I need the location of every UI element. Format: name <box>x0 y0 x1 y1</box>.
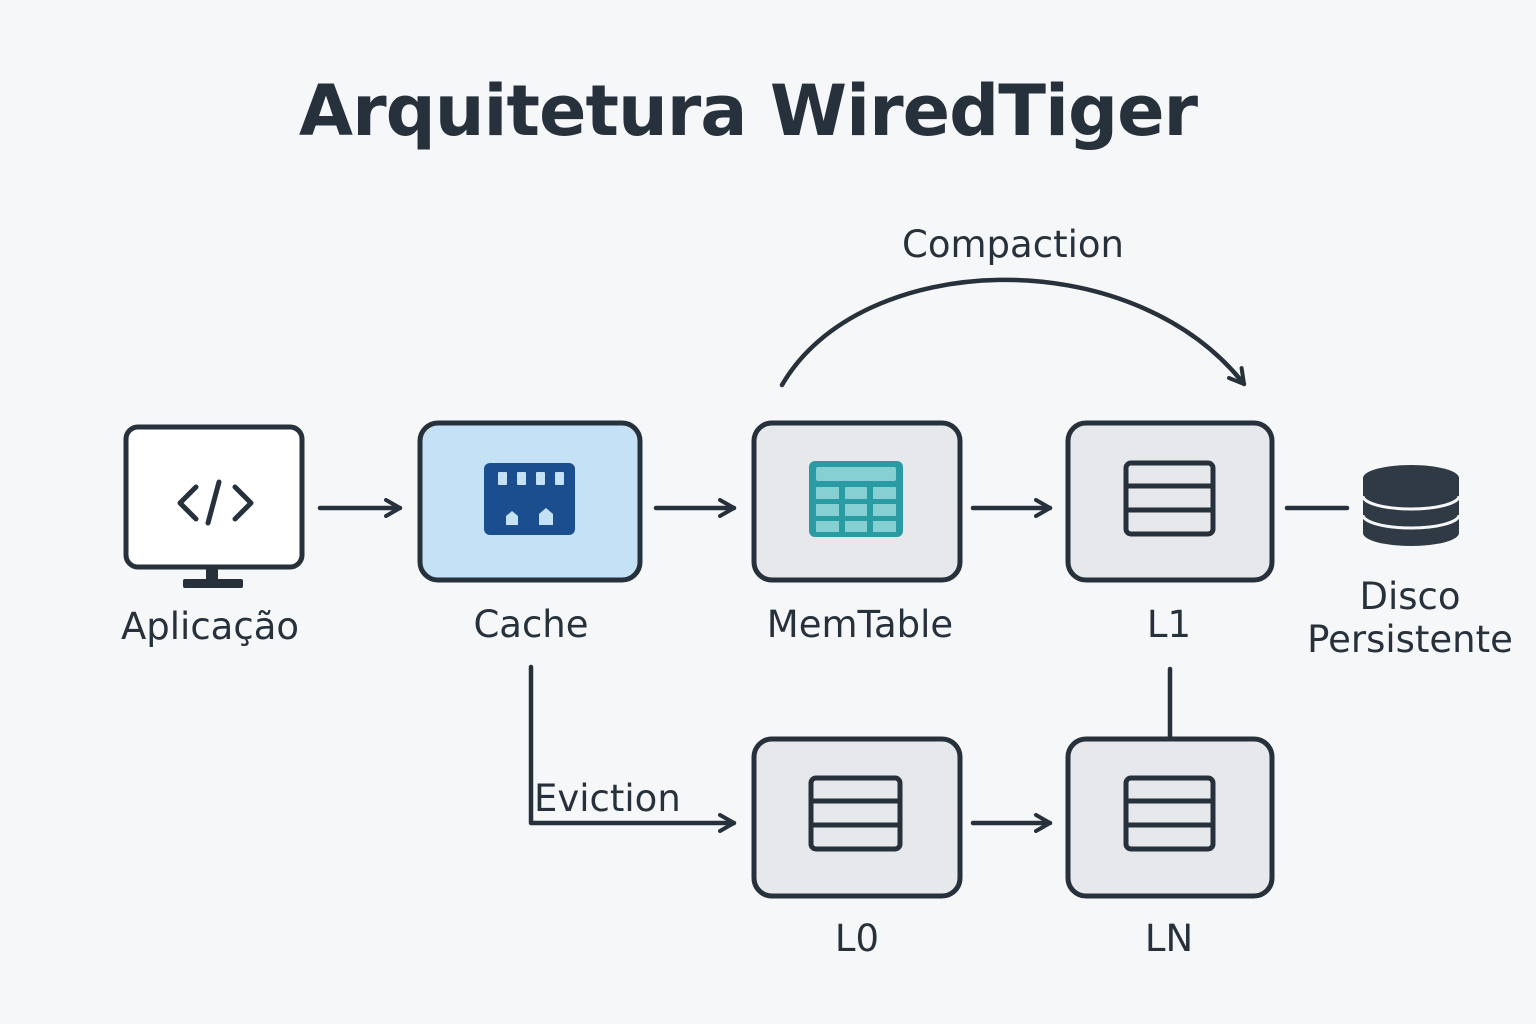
eviction-arrow <box>528 664 737 833</box>
memory-chip-icon <box>484 463 575 535</box>
node-label-disk-line2: Persistente <box>1307 617 1513 661</box>
node-label-l0: L0 <box>834 917 880 960</box>
code-icon <box>177 479 254 526</box>
node-l1 <box>1065 420 1275 583</box>
node-label-app: Aplicação <box>120 605 300 648</box>
node-l0 <box>751 736 963 899</box>
l1-box <box>1065 420 1275 583</box>
node-ln <box>1065 736 1275 899</box>
ln-box <box>1065 736 1275 899</box>
node-label-cache: Cache <box>473 603 589 646</box>
compaction-arc <box>779 277 1247 388</box>
l0-box <box>751 736 963 899</box>
page-title: Arquitetura WiredTiger <box>298 70 1198 152</box>
node-label-memtable: MemTable <box>766 603 954 646</box>
edge-label-compaction: Compaction <box>902 223 1124 266</box>
edge-label-eviction: Eviction <box>534 777 681 820</box>
stack-layers-icon <box>1123 460 1216 537</box>
node-label-ln: LN <box>1144 917 1194 960</box>
node-label-l1: L1 <box>1146 603 1192 646</box>
node-cache <box>417 420 643 583</box>
node-app <box>123 424 305 588</box>
table-grid-icon <box>809 461 903 537</box>
monitor-base <box>183 579 243 588</box>
stack-layers-icon <box>808 775 903 852</box>
node-label-disk-line1: Disco <box>1359 575 1461 618</box>
database-icon <box>1361 465 1461 546</box>
stack-layers-icon <box>1123 775 1216 852</box>
monitor-neck <box>206 567 218 581</box>
node-memtable <box>751 420 963 583</box>
node-label-disk: Disco Persistente <box>1290 575 1530 661</box>
